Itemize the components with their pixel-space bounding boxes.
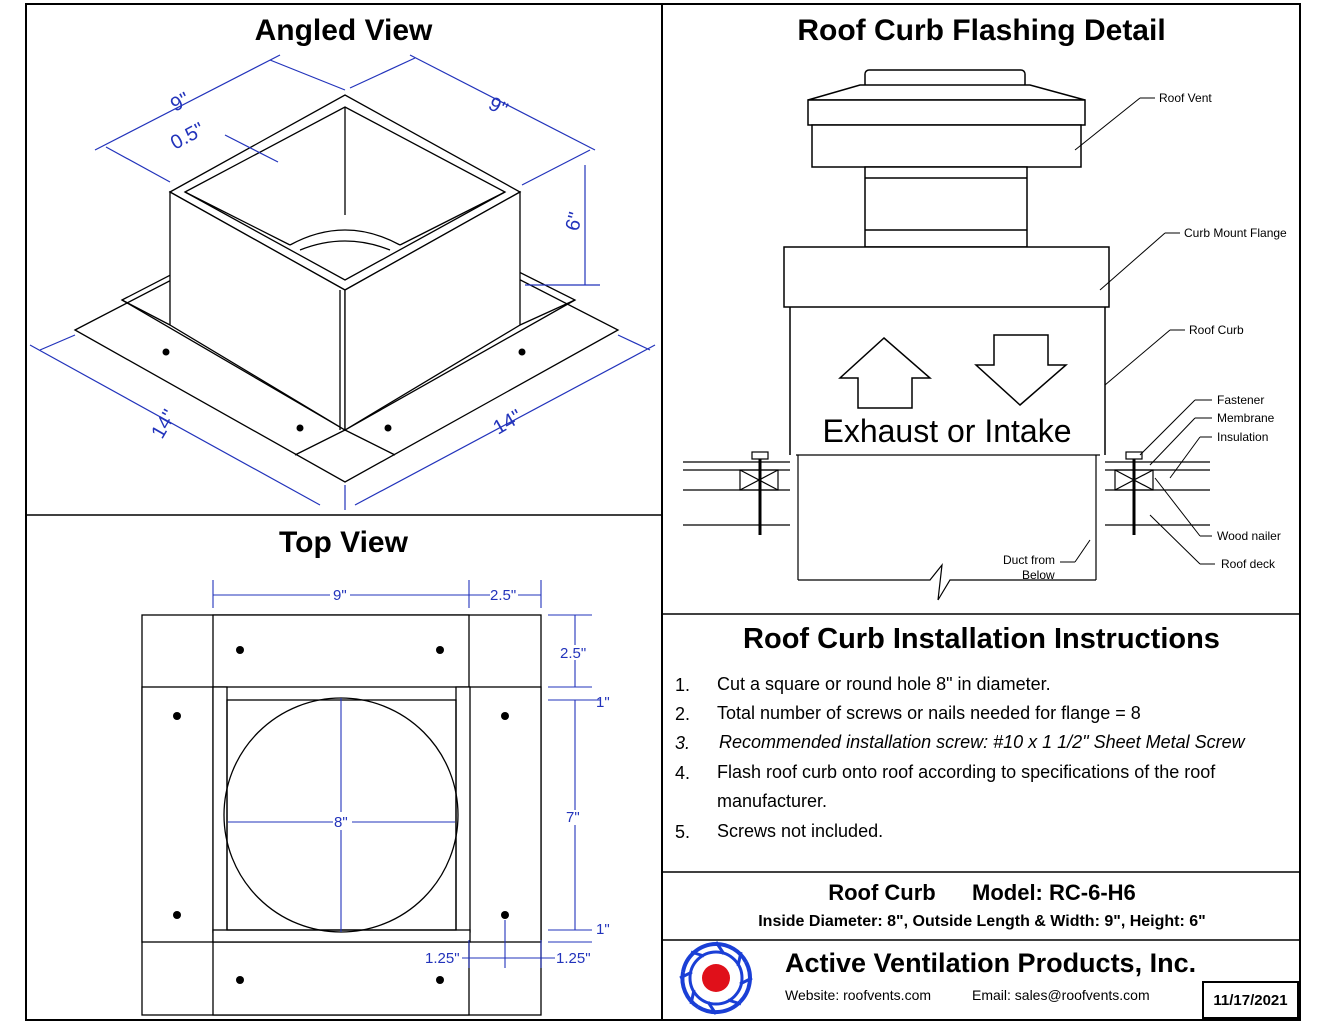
dim-wall: 0.5" <box>167 119 208 155</box>
instruction-number: 5. <box>675 822 691 842</box>
dim-top-left: 9" <box>167 88 193 116</box>
dim-tv-offset-right: 1.25" <box>556 950 591 967</box>
instruction-number: 4. <box>675 763 691 783</box>
flashing-callout-labels: Roof Vent Curb Mount Flange Roof Curb Fa… <box>1003 91 1287 582</box>
top-view-drawing <box>141 614 542 1016</box>
dim-tv-inner: 7" <box>566 809 580 826</box>
product-heading: Roof Curb Model: RC-6-H6 <box>665 880 1299 906</box>
instruction-number: 3. <box>675 733 691 753</box>
callout-wood-nailer: Wood nailer <box>1217 529 1281 543</box>
instruction-text: Recommended installation screw: #10 x 1 … <box>719 732 1245 752</box>
flow-label: Exhaust or Intake <box>822 413 1071 449</box>
callout-roof-vent: Roof Vent <box>1159 91 1212 105</box>
drawing-date: 11/17/2021 <box>1202 981 1299 1019</box>
roof-vent-drawing <box>783 69 1110 455</box>
instruction-number: 1. <box>675 675 691 695</box>
dim-tv-wall-top: 1" <box>596 694 610 711</box>
instructions-title: Roof Curb Installation Instructions <box>743 623 1220 655</box>
dim-tv-wall-bottom: 1" <box>596 921 610 938</box>
angled-view-title: Angled View <box>254 14 433 47</box>
dim-tv-flange-v: 2.5" <box>560 645 586 662</box>
dim-tv-offset-left: 1.25" <box>425 950 460 967</box>
top-view-dimension-labels: 9" 2.5" 2.5" 1" 7" 1" 8" 1.25" 1.25" <box>333 587 610 967</box>
top-view-dimension-lines <box>212 580 600 968</box>
flow-arrows <box>838 334 1069 409</box>
instruction-text: Cut a square or round hole 8" in diamete… <box>717 674 1051 694</box>
company-website[interactable]: Website: roofvents.com <box>785 987 932 1003</box>
instruction-number: 2. <box>675 704 691 724</box>
company-name: Active Ventilation Products, Inc. <box>785 948 1197 978</box>
callout-roof-curb: Roof Curb <box>1189 323 1244 337</box>
company-email[interactable]: Email: sales@roofvents.com <box>972 987 1150 1003</box>
dim-top-right: 9" <box>485 93 511 121</box>
flashing-detail-title: Roof Curb Flashing Detail <box>797 14 1166 47</box>
dim-base-left: 14" <box>147 406 181 442</box>
callout-curb-mount-flange: Curb Mount Flange <box>1184 226 1287 240</box>
dim-tv-diameter: 8" <box>334 814 348 831</box>
instruction-text: Screws not included. <box>717 821 884 841</box>
callout-membrane: Membrane <box>1217 411 1275 425</box>
flashing-leader-lines <box>1060 97 1215 565</box>
angled-bolt-holes <box>162 348 526 432</box>
company-logo <box>679 941 753 1015</box>
callout-duct-line1: Duct from <box>1003 553 1055 567</box>
callout-fastener: Fastener <box>1217 393 1264 407</box>
roof-section <box>683 451 1210 601</box>
callout-roof-deck: Roof deck <box>1221 557 1276 571</box>
dim-tv-width: 9" <box>333 587 347 604</box>
instruction-text: Total number of screws or nails needed f… <box>717 703 1141 723</box>
dim-height: 6" <box>562 210 588 233</box>
callout-duct-line2: Below <box>1022 568 1055 582</box>
angled-view-drawing <box>73 94 620 483</box>
callout-insulation: Insulation <box>1217 430 1268 444</box>
angled-dimension-lines <box>29 54 656 510</box>
top-view-title: Top View <box>279 526 408 559</box>
dim-base-right: 14" <box>490 406 526 440</box>
product-model: Model: RC-6-H6 <box>972 880 1136 905</box>
product-specs: Inside Diameter: 8", Outside Length & Wi… <box>758 913 1206 930</box>
product-name: Roof Curb <box>828 880 936 905</box>
instruction-text: Flash roof curb onto roof according to s… <box>717 762 1216 811</box>
top-view-holes <box>173 646 509 984</box>
dim-tv-flange-h: 2.5" <box>490 587 516 604</box>
